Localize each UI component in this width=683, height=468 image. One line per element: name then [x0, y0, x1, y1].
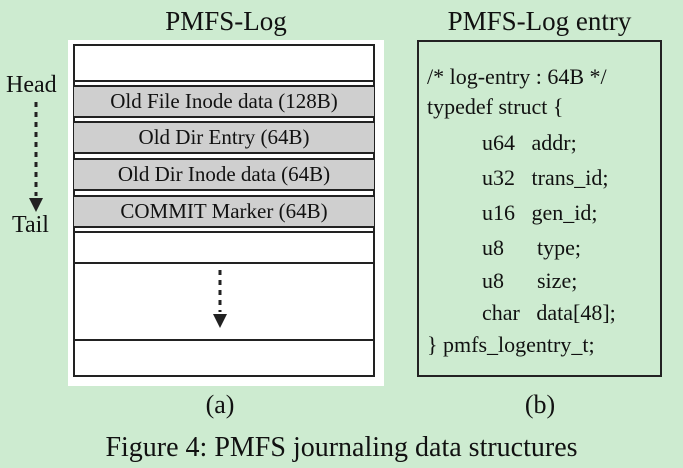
head-label: Head [6, 72, 57, 98]
sublabel-a: (a) [205, 390, 235, 419]
code-line: u8 type; [482, 235, 581, 260]
log-entry-old-file-inode: Old File Inode data (128B) [74, 85, 374, 118]
tail-label: Tail [12, 212, 49, 238]
code-line: } pmfs_logentry_t; [427, 332, 595, 357]
code-line: u8 size; [482, 268, 578, 293]
code-line: u16 gen_id; [482, 200, 598, 225]
log-divider [73, 375, 375, 377]
log-entry-title: PMFS-Log entry [447, 6, 632, 36]
code-line: u64 addr; [482, 130, 577, 155]
code-line: char data[48]; [482, 300, 616, 325]
log-divider [73, 80, 375, 82]
code-line: /* log-entry : 64B */ [427, 64, 607, 89]
log-divider [73, 339, 375, 341]
head-to-tail-arrow-icon [29, 102, 43, 212]
code-line: typedef struct { [427, 94, 564, 119]
figure-caption: Figure 4: PMFS journaling data structure… [105, 432, 578, 463]
sublabel-b: (b) [524, 390, 556, 419]
log-entry-commit-marker: COMMIT Marker (64B) [74, 195, 374, 228]
log-divider [73, 44, 375, 46]
code-line: u32 trans_id; [482, 165, 609, 190]
continuation-arrow-icon [213, 270, 227, 328]
log-divider [73, 231, 375, 233]
log-title: PMFS-Log [165, 6, 287, 36]
log-entry-old-dir-inode: Old Dir Inode data (64B) [74, 158, 374, 191]
log-entry-old-dir-entry: Old Dir Entry (64B) [74, 121, 374, 154]
log-divider [73, 262, 375, 264]
struct-definition-box [417, 40, 662, 377]
